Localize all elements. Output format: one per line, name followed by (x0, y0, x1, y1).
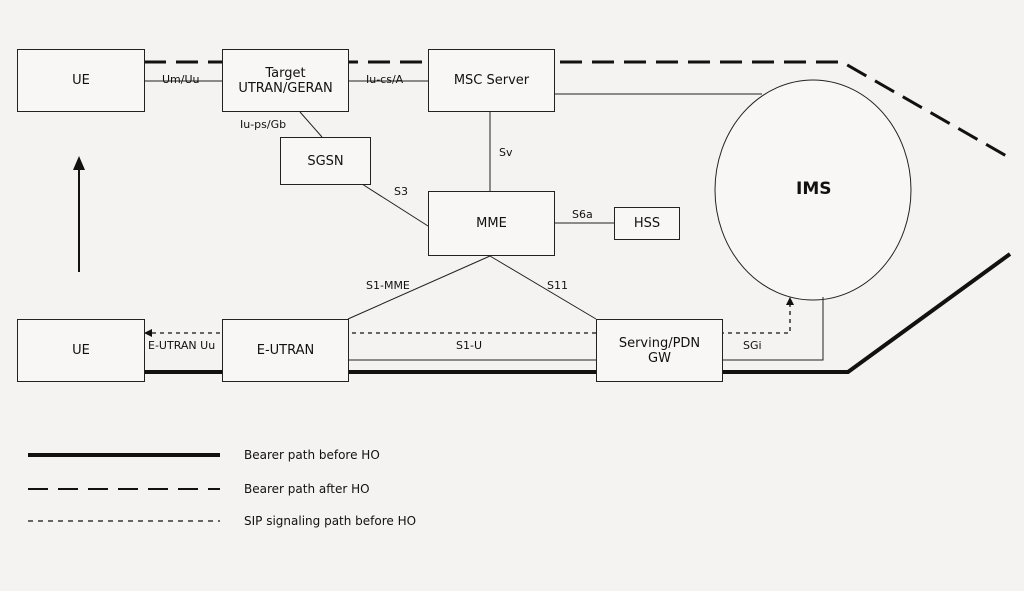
target-label-line1: Target (265, 65, 306, 81)
link-sgi (722, 297, 824, 361)
gw-label-line1: Serving/PDN (618, 335, 701, 351)
hss-label: HSS (633, 216, 661, 231)
label-s1-u: S1-U (456, 339, 483, 352)
link-target-sgsn (299, 111, 323, 138)
sip-signaling-path (144, 303, 791, 334)
sip-arrowhead-left (144, 329, 152, 337)
target-label-line2: UTRAN/GERAN (238, 80, 333, 96)
hss-node: HSS (614, 207, 680, 240)
e-utran-label: E-UTRAN (256, 343, 315, 358)
msc-label: MSC Server (453, 73, 530, 88)
label-s1-mme: S1-MME (366, 279, 410, 292)
label-iu-ps-gb: Iu-ps/Gb (240, 118, 287, 131)
gw-label-line2: GW (648, 350, 671, 366)
ims-label: IMS (796, 179, 832, 199)
label-iu-cs-a: Iu-cs/A (366, 73, 404, 86)
legend-short-dash-label: SIP signaling path before HO (244, 514, 417, 528)
ue-bottom-node: UE (17, 319, 145, 382)
e-utran-node: E-UTRAN (222, 319, 349, 382)
label-sgi: SGi (743, 339, 762, 352)
link-s1-mme (347, 255, 491, 320)
label-s11: S11 (547, 279, 568, 292)
link-s11 (489, 255, 597, 320)
label-sv: Sv (499, 146, 513, 159)
handover-arrow-head (73, 156, 85, 170)
ue-bottom-label: UE (72, 343, 90, 358)
sgsn-node: SGSN (280, 137, 371, 185)
ue-top-node: UE (17, 49, 145, 112)
target-utran-geran-node: Target UTRAN/GERAN (222, 49, 349, 112)
msc-server-node: MSC Server (428, 49, 555, 112)
mme-label: MME (476, 216, 507, 231)
bearer-path-after-ho (144, 60, 1011, 160)
label-s3: S3 (394, 185, 408, 198)
serving-pdn-gw-node: Serving/PDN GW (596, 319, 723, 382)
sip-arrowhead-up (786, 297, 794, 305)
ims-node (714, 79, 912, 301)
label-um-uu: Um/Uu (162, 73, 200, 86)
label-e-utran-uu: E-UTRAN Uu (148, 339, 216, 352)
sgsn-label: SGSN (307, 153, 344, 169)
bearer-path-before-ho (144, 252, 1012, 374)
legend-solid-label: Bearer path before HO (244, 448, 380, 462)
label-s6a: S6a (572, 208, 593, 221)
legend-long-dash-label: Bearer path after HO (244, 482, 370, 496)
link-s3 (361, 183, 429, 227)
mme-node: MME (428, 191, 555, 256)
ue-top-label: UE (72, 73, 90, 88)
